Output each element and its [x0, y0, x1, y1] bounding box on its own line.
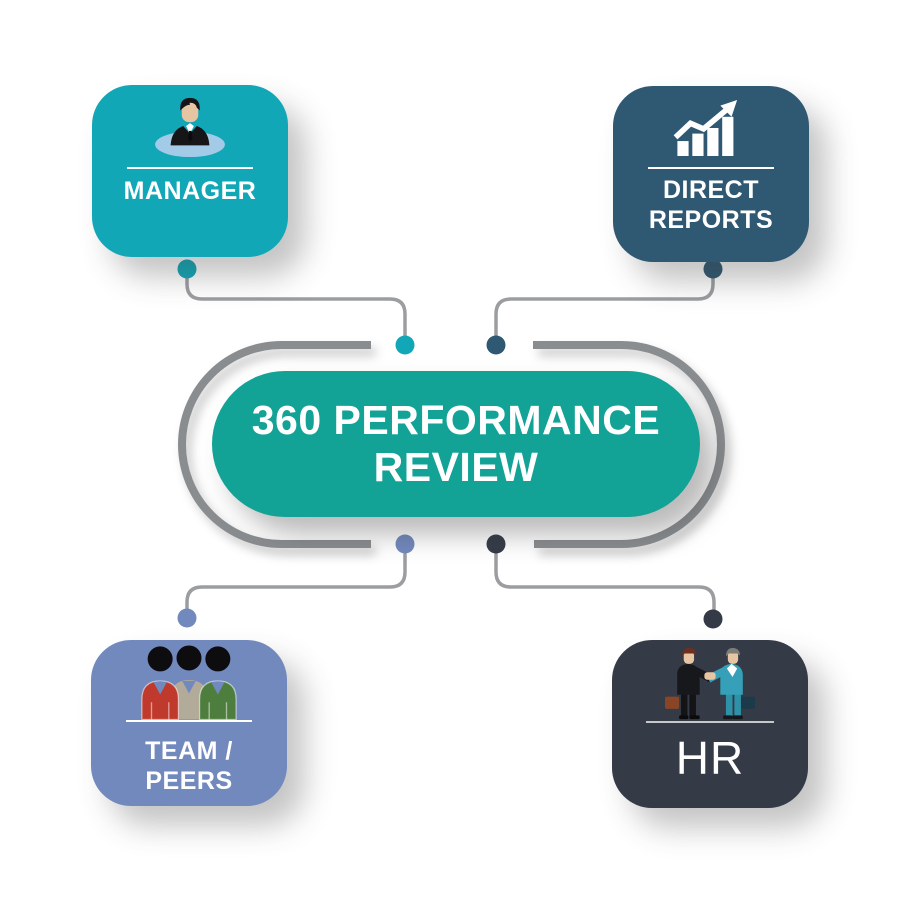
- center-title-line1: 360 PERFORMANCE: [251, 397, 661, 443]
- direct-reports-label: DIRECT REPORTS: [649, 175, 773, 235]
- divider-line: [646, 721, 774, 723]
- divider-line: [127, 167, 253, 169]
- card-hr: HR: [612, 640, 808, 808]
- team-peers-label-line2: PEERS: [145, 767, 233, 795]
- divider-line: [126, 720, 252, 722]
- handshake-icon: [665, 647, 755, 720]
- divider-line: [648, 167, 774, 169]
- dot-direct-ring: [486, 335, 506, 355]
- manager-label: MANAGER: [123, 177, 257, 205]
- connector-hr: [494, 552, 716, 611]
- dot-hr-card: [703, 609, 723, 629]
- center-title-line2: REVIEW: [373, 444, 539, 490]
- manager-person-icon: [155, 97, 225, 158]
- connector-manager: [185, 269, 407, 337]
- ring-outline-right: [533, 341, 725, 548]
- dot-manager-ring: [395, 335, 415, 355]
- direct-reports-label-line1: DIRECT: [662, 176, 760, 204]
- card-manager: MANAGER: [92, 85, 288, 257]
- connector-direct-reports: [494, 269, 715, 337]
- center-node: 360 PERFORMANCE REVIEW: [212, 371, 700, 517]
- team-peers-label: TEAM / PEERS: [145, 736, 233, 796]
- hr-label: HR: [675, 732, 745, 784]
- dot-hr-ring: [486, 534, 506, 554]
- direct-reports-label-line2: REPORTS: [648, 206, 774, 234]
- card-direct-reports: DIRECT REPORTS: [613, 86, 809, 262]
- team-people-icon: [141, 645, 237, 720]
- dot-team-ring: [395, 534, 415, 554]
- dot-direct-card: [703, 259, 723, 279]
- dot-manager-card: [177, 259, 197, 279]
- team-peers-label-line1: TEAM /: [145, 737, 233, 765]
- growth-bar-chart-icon: [673, 100, 738, 156]
- dot-team-card: [177, 608, 197, 628]
- ring-outline-left: [178, 341, 371, 548]
- connector-team-peers: [185, 552, 407, 610]
- card-team-peers: TEAM / PEERS: [91, 640, 287, 806]
